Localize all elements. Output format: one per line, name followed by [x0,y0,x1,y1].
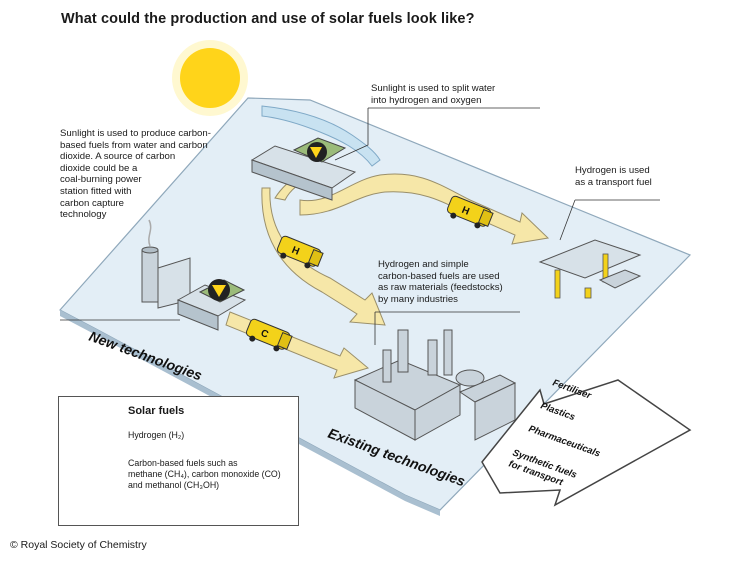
tanker-carbon-label: C [259,328,270,341]
carbon-fuel-plant [176,279,247,331]
legend-hydrogen-label: Hydrogen (H₂) [128,430,185,440]
note-hydrogen-transport: Hydrogen is used as a transport fuel [575,165,652,188]
industry-buildings [353,329,517,441]
products-arrow [481,379,692,507]
note-feedstocks: Hydrogen and simple carbon-based fuels a… [378,259,503,305]
tanker-hydrogen-1-label: H [460,205,471,218]
water-splitting-plant [250,137,357,201]
note-carbon-fuels: Sunlight is used to produce carbon- base… [60,128,211,221]
tanker-hydrogen-2: H [276,235,324,269]
legend [58,396,299,526]
tanker-hydrogen-1: H [446,195,494,229]
legend-carbon-line2: methane (CH₄), carbon monoxide (CO) [128,469,281,479]
page-title: What could the production and use of sol… [61,11,475,27]
note-split-water: Sunlight is used to split water into hyd… [371,83,496,106]
flow-arrow-hydrogen-to-industry [261,187,386,326]
filling-station [538,239,642,299]
legend-title: Solar fuels [128,405,185,417]
water [261,105,381,167]
flow-arrow-hydrogen-to-transport [299,173,550,245]
tanker-hydrogen-2-label: H [290,245,301,258]
legend-carbon-line1: Carbon-based fuels such as [128,458,238,468]
legend-carbon-line3: and methanol (CH₃OH) [128,480,220,490]
tanker-carbon: C [245,318,293,352]
sun-icon [172,40,248,116]
copyright-notice: © Royal Society of Chemistry [10,539,147,551]
leader-lines [60,107,660,345]
power-station [141,219,191,309]
